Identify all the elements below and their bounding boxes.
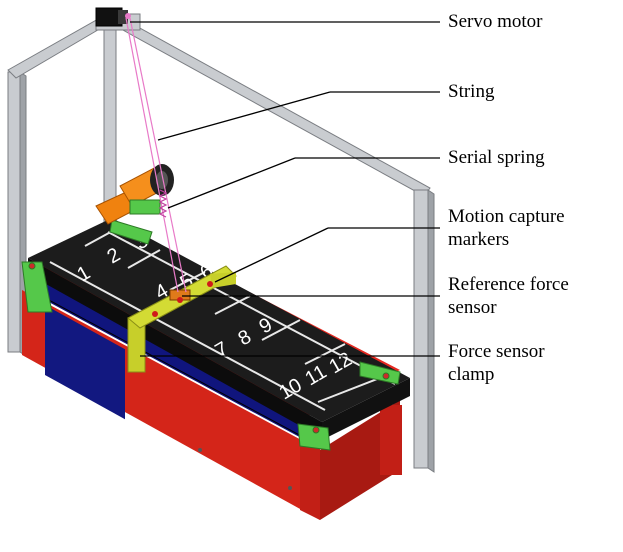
label-servo-motor: Servo motor <box>448 11 543 32</box>
label-reference-force-line1: Reference force <box>448 274 569 295</box>
servo-motor <box>95 7 131 27</box>
label-string: String <box>448 81 495 102</box>
aluminium-frame <box>7 13 435 473</box>
label-force-sensor-clamp-line1: Force sensor <box>448 341 545 362</box>
motion-capture-marker <box>177 297 183 303</box>
label-motion-capture-line1: Motion capture <box>448 206 565 227</box>
label-force-sensor-clamp-line2: clamp <box>448 364 495 385</box>
label-serial-spring: Serial spring <box>448 147 545 168</box>
label-reference-force-line2: sensor <box>448 297 497 318</box>
leader-lines <box>130 21 440 357</box>
reference-force-sensor <box>152 281 213 317</box>
green-brackets <box>21 219 401 451</box>
motion-capture-marker <box>152 311 158 317</box>
serial-spring <box>158 189 168 218</box>
label-motion-capture-line2: markers <box>448 229 510 250</box>
string <box>125 17 187 293</box>
treadmill-belt: 1 2 3 4 5 6 7 8 9 10 11 12 <box>28 218 410 446</box>
belt-drive-motor <box>95 164 174 225</box>
motion-capture-marker <box>207 281 213 287</box>
